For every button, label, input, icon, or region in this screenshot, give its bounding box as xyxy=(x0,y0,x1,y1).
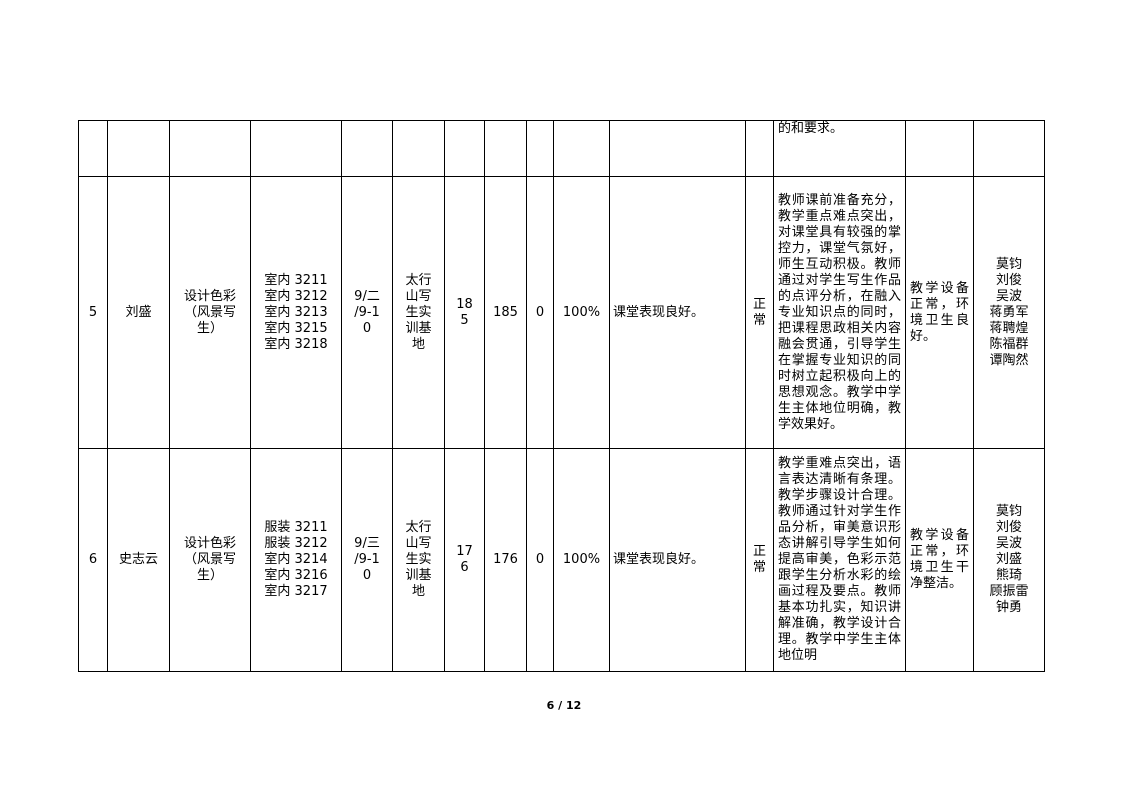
cell-evaluation: 的和要求。 xyxy=(773,120,906,177)
cell-facilities xyxy=(905,120,974,177)
cell-status: 正常 xyxy=(745,448,774,672)
cell-teacher: 史志云 xyxy=(107,448,170,672)
cell-evaluation: 教师课前准备充分，教学重点难点突出，对课堂具有较强的掌控力，课堂气氛好，师生互动… xyxy=(773,176,906,449)
cell-performance: 课堂表现良好。 xyxy=(609,448,746,672)
cell-performance: 课堂表现良好。 xyxy=(609,176,746,449)
cell-no: 6 xyxy=(78,448,108,672)
cell-course: 设计色彩（风景写生） xyxy=(169,448,251,672)
cell-rate: 100% xyxy=(553,176,610,449)
cell-evaluation: 教学重难点突出，语言表达清晰有条理。教学步骤设计合理。教师通过针对学生作品分析，… xyxy=(773,448,906,672)
cell-classes xyxy=(250,120,342,177)
cell-teacher xyxy=(107,120,170,177)
cell-location xyxy=(392,120,445,177)
cell-inspectors xyxy=(973,120,1045,177)
cell-rate xyxy=(553,120,610,177)
cell-actual: 176 xyxy=(484,448,527,672)
cell-absent xyxy=(526,120,554,177)
page-number: 6 / 12 xyxy=(546,699,582,712)
cell-expected xyxy=(444,120,485,177)
cell-no xyxy=(78,120,108,177)
cell-no: 5 xyxy=(78,176,108,449)
cell-absent: 0 xyxy=(526,176,554,449)
cell-facilities: 教学设备正常，环境卫生干净整洁。 xyxy=(905,448,974,672)
cell-actual xyxy=(484,120,527,177)
cell-inspectors: 莫钧刘俊吴波刘盛熊琦顾振雷钟勇 xyxy=(973,448,1045,672)
cell-location: 太行山写生实训基地 xyxy=(392,448,445,672)
cell-status: 正常 xyxy=(745,176,774,449)
cell-course xyxy=(169,120,251,177)
cell-facilities: 教学设备正常，环境卫生良好。 xyxy=(905,176,974,449)
cell-course: 设计色彩（风景写生） xyxy=(169,176,251,449)
cell-location: 太行山写生实训基地 xyxy=(392,176,445,449)
cell-date xyxy=(341,120,393,177)
cell-absent: 0 xyxy=(526,448,554,672)
cell-status xyxy=(745,120,774,177)
table-row: 的和要求。 xyxy=(78,120,1045,177)
cell-inspectors: 莫钧刘俊吴波蒋勇军蒋聘煌陈福群谭陶然 xyxy=(973,176,1045,449)
cell-actual: 185 xyxy=(484,176,527,449)
cell-performance xyxy=(609,120,746,177)
cell-rate: 100% xyxy=(553,448,610,672)
cell-teacher: 刘盛 xyxy=(107,176,170,449)
